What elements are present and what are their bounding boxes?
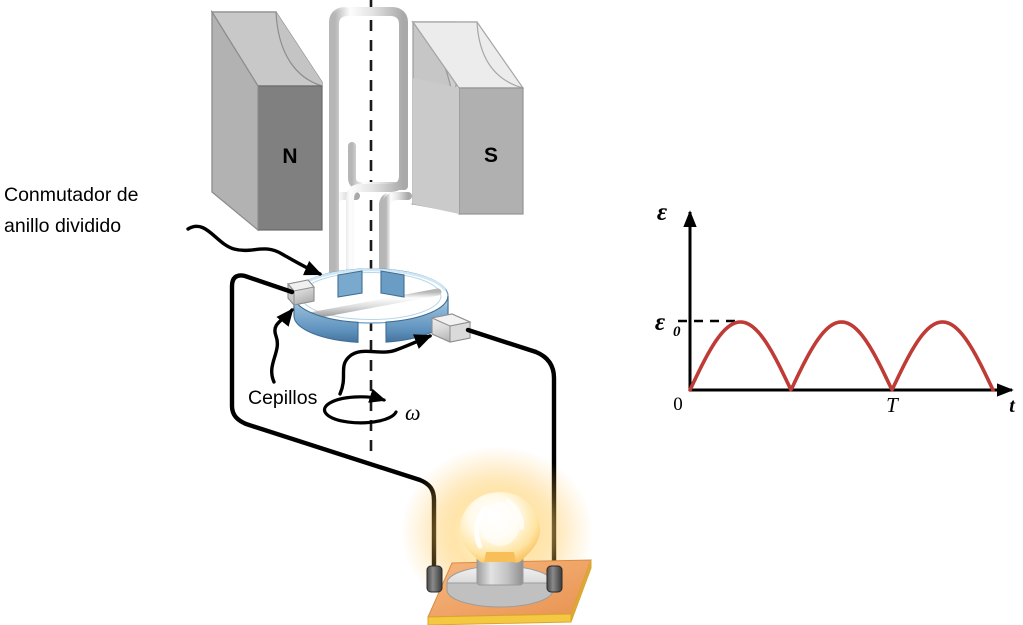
armature-wire-loop-overlay	[331, 8, 412, 304]
armature-loop-path	[331, 8, 407, 304]
chart-period-tick-label: T	[886, 393, 899, 417]
terminal-right	[546, 565, 563, 593]
bulb-highlight-right	[506, 499, 525, 530]
generator-apparatus: N S	[4, 0, 593, 625]
terminal-left	[426, 565, 443, 593]
callout-brushes: Cepillos	[248, 308, 433, 409]
armature-jog-upper	[348, 142, 408, 190]
brush-left	[287, 279, 315, 307]
rotation-indicator: ω	[322, 388, 421, 425]
callout-commutator-leader	[186, 224, 323, 276]
callout-commutator: Conmutador de anillo dividido	[4, 184, 323, 276]
magnet-north-label: N	[282, 145, 297, 168]
bulb-core-light	[480, 502, 520, 546]
commutator-crossbar-wire	[306, 288, 442, 320]
angular-velocity-label: ω	[405, 400, 421, 425]
magnet-south-front-face	[458, 87, 524, 215]
rotation-arrow-ellipse	[322, 388, 398, 425]
magnet-south: S	[410, 20, 525, 215]
board-right-edge	[570, 559, 592, 623]
chart-origin-label: 0	[673, 394, 683, 415]
lamp-socket-disc-side	[446, 582, 554, 608]
bulb-neck	[484, 552, 516, 562]
chart-x-axis-label: t	[1009, 395, 1016, 417]
armature-outer-frame	[329, 7, 408, 294]
magnet-north: N	[210, 9, 323, 232]
chart-emf-curve	[688, 320, 995, 392]
callout-brushes-leader-left	[270, 308, 294, 384]
callout-commutator-line1: Conmutador de	[4, 184, 138, 206]
armature-loop-tail	[382, 192, 412, 304]
magnet-north-front-face	[257, 85, 323, 231]
armature-wire-loop	[329, 7, 408, 304]
brush-right-face	[449, 321, 471, 343]
commutator-segment-left	[293, 295, 359, 343]
chart-peak-label-symbol: ε	[655, 309, 666, 336]
bulb-highlight-left	[474, 505, 488, 549]
lamp-assembly	[401, 446, 593, 625]
lead-wire-right	[465, 327, 557, 575]
callout-commutator-line2: anillo dividido	[4, 215, 121, 237]
split-ring-commutator	[287, 258, 472, 343]
chart-peak-label: ε 0	[655, 309, 681, 340]
callout-brushes-label: Cepillos	[248, 387, 318, 409]
chart-y-axis-label: ε	[657, 199, 668, 226]
magnet-north-left-face	[211, 9, 259, 232]
magnet-south-label: S	[484, 144, 498, 167]
emf-vs-time-chart: ε ε 0 0 T t	[655, 199, 1016, 417]
brush-right	[430, 313, 472, 343]
magnet-south-inner-face	[413, 78, 459, 214]
chart-peak-label-subscript: 0	[673, 324, 681, 340]
callout-brushes-leader-right	[338, 334, 433, 396]
